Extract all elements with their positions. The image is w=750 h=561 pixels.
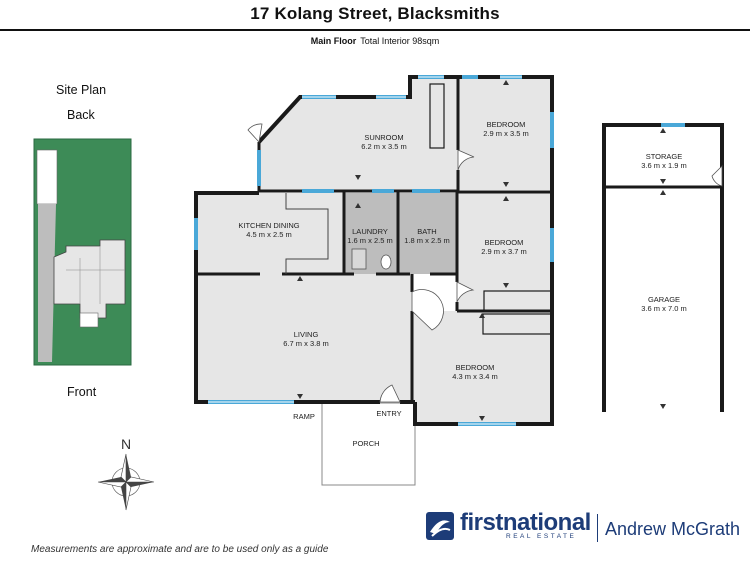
floor-label: Main Floor (310, 36, 357, 46)
living-size: 6.7 m x 3.8 m (283, 339, 328, 348)
sunroom-size: 6.2 m x 3.5 m (361, 142, 406, 151)
window-frames (208, 76, 522, 425)
kitchen-bench (285, 193, 329, 274)
sunroom-name: SUNROOM (364, 133, 403, 142)
bedroom3-floor (412, 311, 552, 424)
laundry-name: LAUNDRY (352, 227, 388, 236)
dimension-arrows (297, 80, 666, 421)
bedroom2-size: 2.9 m x 3.7 m (481, 247, 526, 256)
bath-name: BATH (417, 227, 436, 236)
brand-subtitle: REAL ESTATE (506, 533, 577, 540)
room-labels: SUNROOM 6.2 m x 3.5 m BEDROOM 2.9 m x 3.… (238, 120, 686, 448)
site-porch (79, 312, 99, 328)
garage-size: 3.6 m x 7.0 m (641, 304, 686, 313)
site-driveway (38, 204, 56, 362)
porch-area (321, 402, 416, 486)
toilet (380, 254, 392, 270)
kitchen-size: 4.5 m x 2.5 m (246, 230, 291, 239)
entry-label: ENTRY (376, 409, 401, 418)
living-floor (196, 274, 415, 402)
bedroom1-floor (458, 77, 552, 190)
site-plan-thumbnail (33, 138, 132, 366)
house-floors (196, 77, 722, 424)
doors (247, 123, 723, 403)
site-plan-front-label: Front (67, 385, 97, 399)
bedroom1-name: BEDROOM (487, 120, 526, 129)
site-plan-heading: Site Plan (56, 83, 107, 97)
sunroom-floor (259, 77, 458, 190)
kitchen-name: KITCHEN DINING (238, 221, 299, 230)
bath-floor (398, 193, 456, 274)
compass-north-label: N (121, 436, 131, 452)
bedroom3-size: 4.3 m x 3.4 m (452, 372, 497, 381)
storage-size: 3.6 m x 1.9 m (641, 161, 686, 170)
storage-name: STORAGE (646, 152, 683, 161)
laundry-size: 1.6 m x 2.5 m (347, 236, 392, 245)
compass-rose (97, 453, 155, 511)
bedroom1-size: 2.9 m x 3.5 m (483, 129, 528, 138)
garage-name: GARAGE (648, 295, 680, 304)
title-divider (0, 29, 750, 31)
kitchen-floor (196, 193, 344, 274)
site-plan-back-label: Back (67, 108, 95, 122)
porch-label: PORCH (352, 439, 379, 448)
brand-wordmark: firstnational (460, 509, 591, 537)
first-national-logo-mark (426, 512, 454, 540)
page-title: 17 Kolang Street, Blacksmiths (250, 4, 500, 23)
bath-size: 1.8 m x 2.5 m (404, 236, 449, 245)
interior-area: Total Interior 98sqm (360, 36, 440, 46)
disclaimer: Measurements are approximate and are to … (31, 544, 329, 555)
laundry-tub (351, 248, 367, 270)
brand-national: national (502, 509, 592, 536)
bedroom2-name: BEDROOM (485, 238, 524, 247)
bedroom3-name: BEDROOM (456, 363, 495, 372)
brand-divider (597, 514, 598, 542)
garage-floor (604, 125, 722, 412)
brand-first: first (460, 509, 503, 536)
site-garage (36, 149, 58, 205)
agent-name: Andrew McGrath (605, 519, 741, 539)
living-name: LIVING (294, 330, 319, 339)
ramp-label: RAMP (293, 412, 315, 421)
